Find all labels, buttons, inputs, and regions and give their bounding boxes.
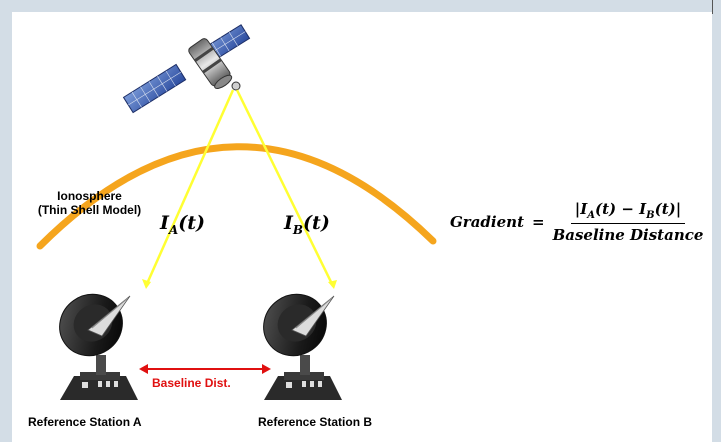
delay-b-sub: B bbox=[292, 222, 304, 237]
formula-denominator: Baseline Distance bbox=[552, 226, 704, 244]
formula-fraction: |IA(t) − IB(t)| Baseline Distance bbox=[553, 200, 704, 244]
delay-label-b: IB(t) bbox=[284, 212, 330, 237]
delay-a-arg: (t) bbox=[178, 212, 205, 234]
formula-num-sub-b: B bbox=[646, 210, 655, 221]
diagram-panel bbox=[12, 12, 712, 442]
ionosphere-label: Ionosphere (Thin Shell Model) bbox=[22, 189, 157, 217]
gradient-formula: Gradient = |IA(t) − IB(t)| Baseline Dist… bbox=[450, 200, 704, 244]
ionosphere-shell bbox=[36, 143, 437, 250]
formula-equals: = bbox=[532, 213, 545, 231]
station-a-label: Reference Station A bbox=[28, 415, 142, 429]
ionosphere-label-line2: (Thin Shell Model) bbox=[37, 203, 142, 217]
station-b-label: Reference Station B bbox=[258, 415, 373, 429]
formula-lhs: Gradient bbox=[450, 213, 524, 231]
antenna-icon-b bbox=[263, 293, 342, 400]
delay-b-base: I bbox=[284, 212, 293, 234]
formula-num-suffix: (t)| bbox=[654, 200, 682, 218]
signal-ray-a-arrowhead bbox=[142, 279, 151, 289]
delay-a-base: I bbox=[160, 212, 169, 234]
signal-ray-b bbox=[235, 89, 335, 287]
signal-ray-b-arrowhead bbox=[328, 280, 337, 289]
baseline-label: Baseline Dist. bbox=[152, 376, 231, 390]
frame-edge bbox=[712, 0, 713, 14]
formula-num-prefix: |I bbox=[574, 200, 588, 218]
delay-label-a: IA(t) bbox=[160, 212, 205, 237]
diagram-canvas bbox=[36, 24, 437, 400]
signal-ray-a bbox=[144, 89, 235, 287]
delay-a-sub: A bbox=[168, 222, 179, 237]
delay-b-arg: (t) bbox=[303, 212, 330, 234]
formula-numerator: |IA(t) − IB(t)| bbox=[570, 200, 686, 224]
formula-num-sub-a: A bbox=[587, 210, 596, 221]
antenna-icon-a bbox=[59, 293, 138, 400]
formula-num-mid: (t) − I bbox=[595, 200, 647, 218]
ionosphere-label-line1: Ionosphere bbox=[57, 189, 122, 203]
satellite-icon bbox=[122, 24, 251, 114]
baseline-arrow bbox=[139, 364, 271, 374]
